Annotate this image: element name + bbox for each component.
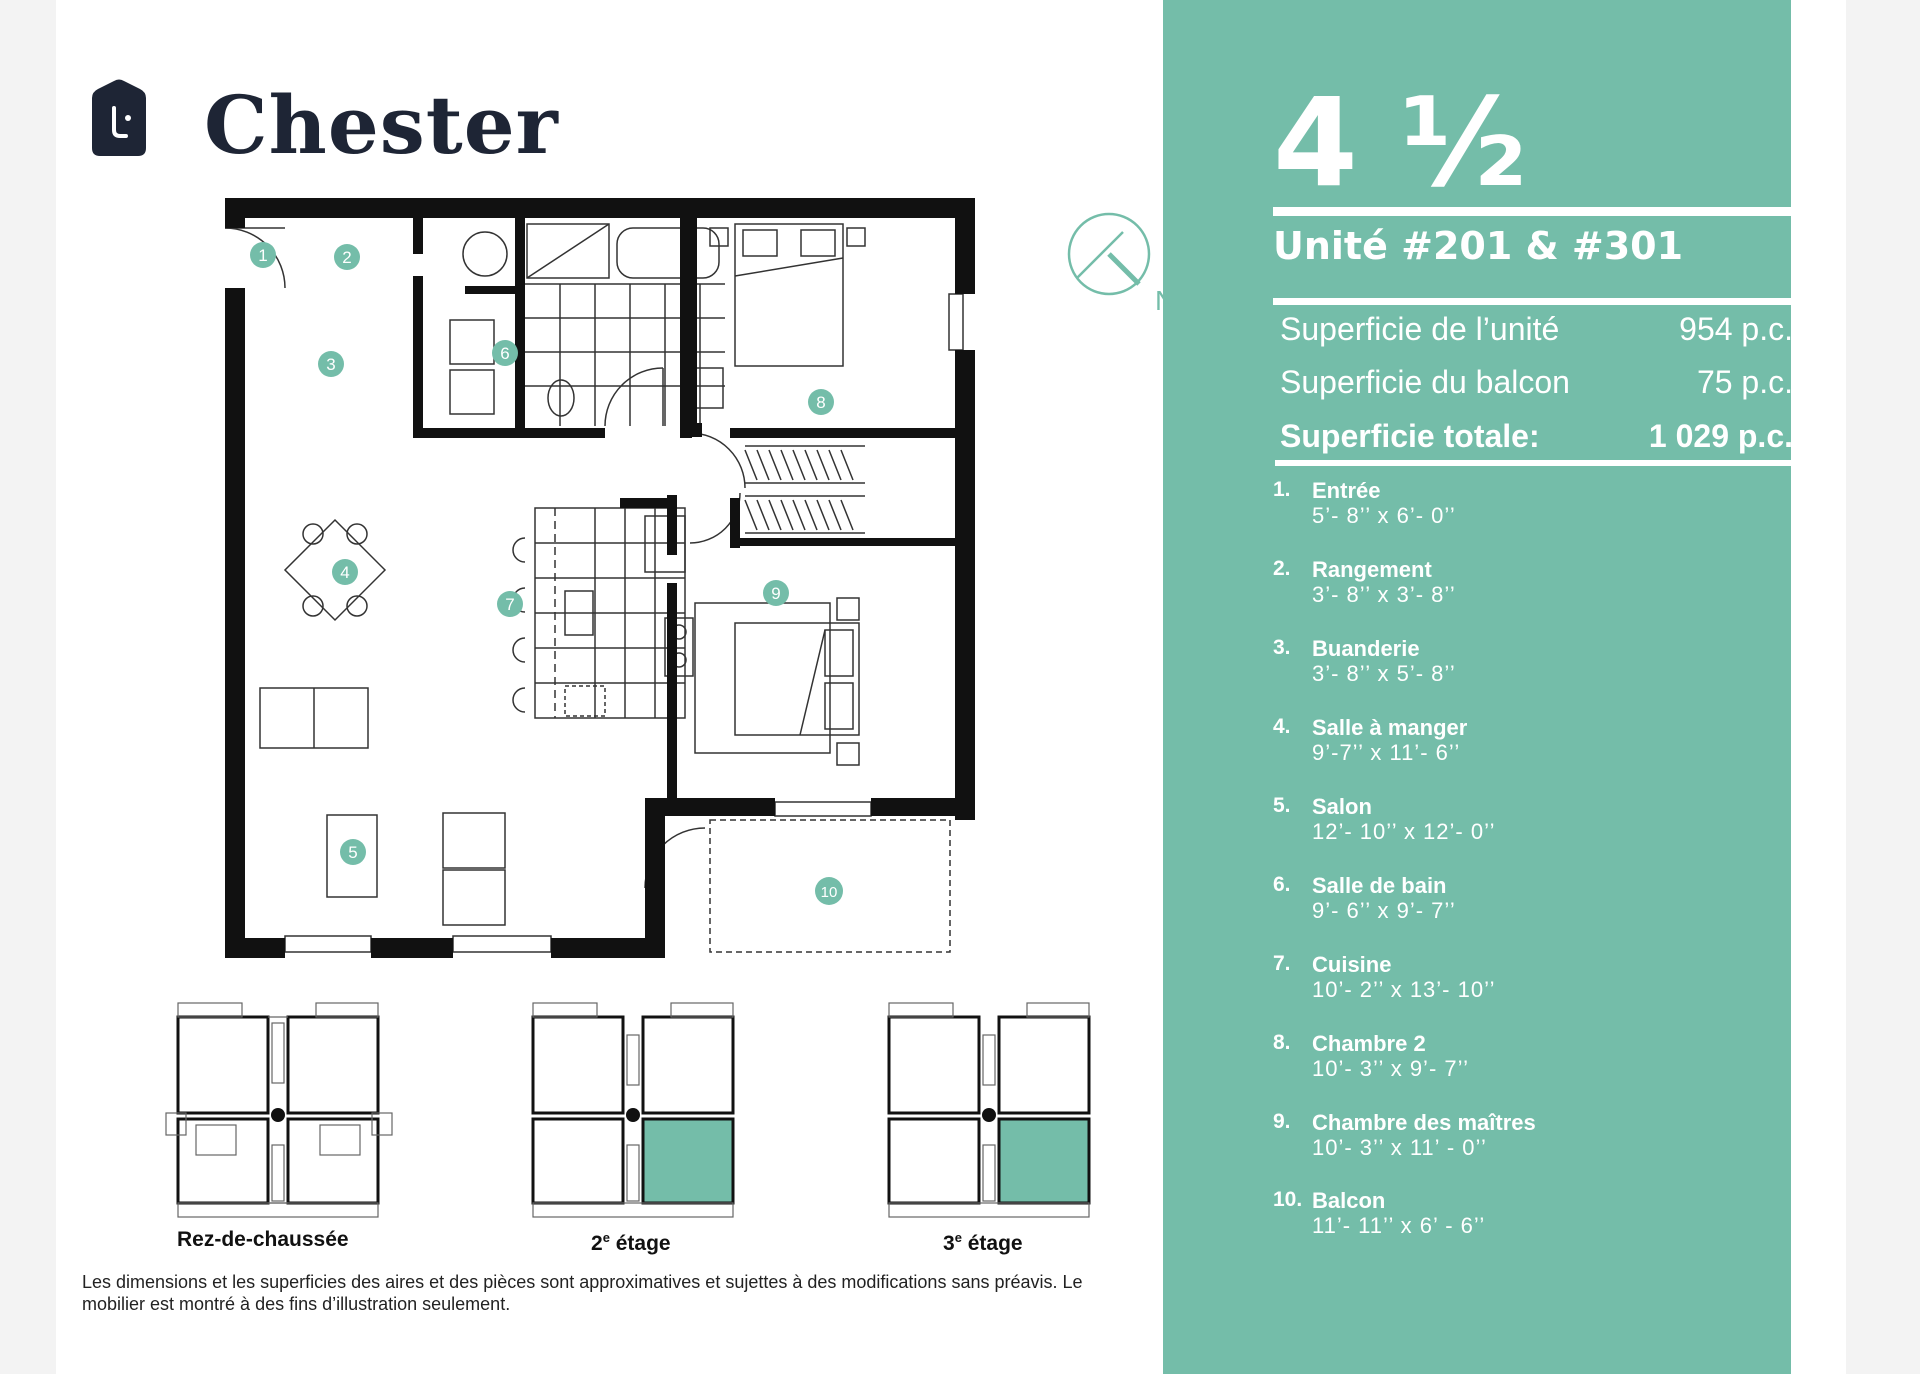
coffee-table-icon xyxy=(326,814,378,898)
room-marker-3: 3 xyxy=(318,351,344,377)
washer-icon xyxy=(449,319,495,365)
svg-text:4: 4 xyxy=(340,563,349,582)
chester-logo-icon xyxy=(92,79,146,156)
svg-text:6: 6 xyxy=(500,344,509,363)
svg-text:2: 2 xyxy=(342,248,351,267)
bed-2-icon xyxy=(734,223,844,367)
room-marker-6: 6 xyxy=(492,340,518,366)
walls xyxy=(225,198,975,958)
brand-name: Chester xyxy=(204,78,559,172)
area-row-total: Superficie totale:1 029 p.c. xyxy=(1280,418,1793,454)
floor-label-ground: Rez-de-chaussée xyxy=(177,1228,349,1251)
room-marker-8: 8 xyxy=(808,389,834,415)
floor-label-3: 3e étage xyxy=(943,1230,1023,1255)
divider xyxy=(1273,207,1793,216)
svg-text:5: 5 xyxy=(348,843,357,862)
kitchen-counter xyxy=(534,507,686,719)
room-marker-5: 5 xyxy=(340,839,366,865)
svg-text:N: N xyxy=(1155,285,1173,316)
closet-icon xyxy=(744,445,865,534)
water-heater-icon xyxy=(462,231,508,277)
room-marker-4: 4 xyxy=(332,559,358,585)
bathtub-icon xyxy=(616,227,720,279)
svg-text:9: 9 xyxy=(771,584,780,603)
room-markers: 1 2 3 4 5 6 7 8 9 10 xyxy=(250,242,843,905)
bathroom-sink-icon xyxy=(694,367,724,409)
room-marker-7: 7 xyxy=(497,591,523,617)
svg-text:7: 7 xyxy=(505,595,514,614)
room-marker-2: 2 xyxy=(334,244,360,270)
floor-ground-plan xyxy=(165,1002,393,1218)
divider xyxy=(1273,298,1793,305)
unit-title: Unité #201 & #301 xyxy=(1273,224,1684,268)
svg-text:10: 10 xyxy=(821,884,838,901)
dryer-icon xyxy=(449,369,495,415)
dining-table-icon xyxy=(283,518,387,622)
toilet-icon xyxy=(547,379,575,417)
master-bed-icon xyxy=(694,602,831,754)
svg-text:3: 3 xyxy=(326,355,335,374)
stove-icon xyxy=(664,617,694,677)
compass-icon: N xyxy=(1067,212,1173,316)
floor-label-2: 2e étage xyxy=(591,1230,671,1255)
fridge-icon xyxy=(644,515,686,573)
svg-text:1: 1 xyxy=(258,246,267,265)
unit-type: 4 ½ xyxy=(1273,72,1527,214)
dishwasher-icon xyxy=(564,685,606,717)
bar-stools-icon xyxy=(512,537,526,713)
armchair-icon xyxy=(442,812,506,869)
floor-2-plan xyxy=(531,1002,735,1218)
disclaimer-text: Les dimensions et les superficies des ai… xyxy=(82,1272,1083,1314)
room-marker-1: 1 xyxy=(250,242,276,268)
kitchen-sink-icon xyxy=(564,590,594,636)
floor-3-plan xyxy=(887,1002,1091,1218)
room-marker-9: 9 xyxy=(763,580,789,606)
shower-icon xyxy=(526,223,610,279)
room-marker-10: 10 xyxy=(815,877,843,905)
divider xyxy=(1275,460,1795,466)
svg-text:8: 8 xyxy=(816,393,825,412)
unit-sidebar xyxy=(1163,0,1791,1374)
floor-plan: 1 2 3 4 5 6 7 8 9 10 xyxy=(225,198,975,958)
